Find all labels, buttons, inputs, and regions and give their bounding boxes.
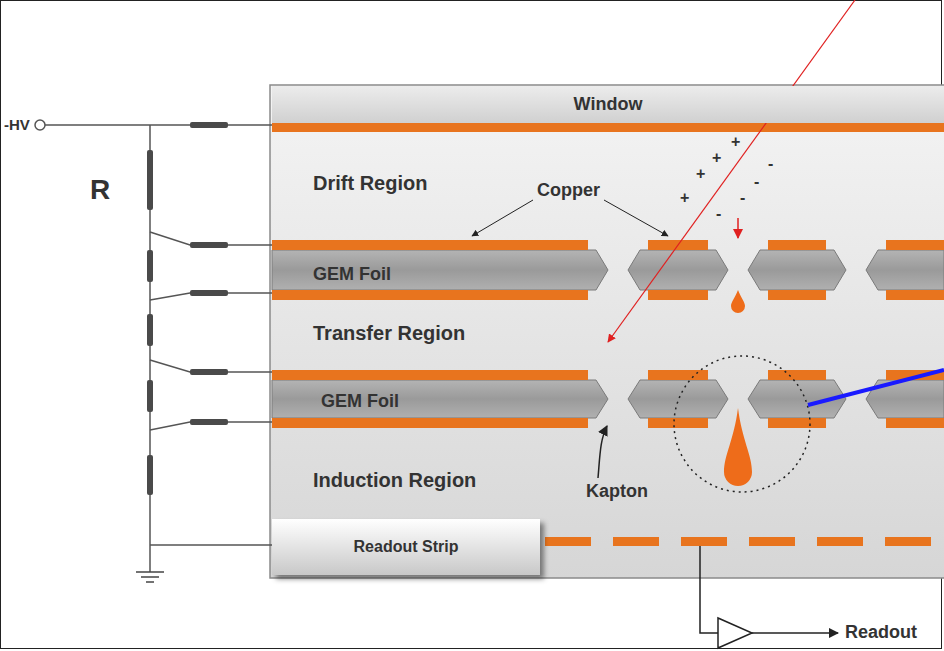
copper-layer: [272, 290, 588, 300]
kapton-layer: [748, 250, 846, 290]
electron-avalanche: [724, 408, 752, 486]
readout-strips: [545, 537, 931, 546]
resistors: [147, 122, 228, 495]
resistor-symbol: [190, 419, 228, 425]
resistor-symbol: [147, 380, 153, 412]
part-label: GEM Foil: [313, 265, 391, 285]
region-label: Transfer Region: [313, 322, 465, 344]
part-label: Kapton: [586, 482, 648, 502]
readout-strip: [545, 537, 591, 546]
copper-layer: [768, 418, 826, 428]
copper-layer: [272, 240, 588, 250]
hv-terminal: [35, 120, 45, 130]
copper-layer: [886, 240, 944, 250]
charge-sign: +: [696, 165, 705, 183]
charge-sign: -: [768, 155, 773, 173]
drift-arrow: [737, 218, 739, 238]
signal-arrow: [752, 632, 838, 634]
hv-wire: [45, 124, 272, 126]
copper-layer: [886, 418, 944, 428]
charge-sign: +: [712, 149, 721, 167]
resistor-symbol: [190, 122, 228, 128]
readout-strip: [681, 537, 727, 546]
kapton-layer: [628, 250, 728, 290]
resistor-label: R: [90, 175, 110, 206]
window-band: Window: [272, 86, 944, 123]
resistor-symbol: [147, 250, 153, 282]
readout-strip: [885, 537, 931, 546]
charge-sign: -: [740, 189, 745, 207]
copper-layer: [768, 370, 826, 380]
resistor-symbol: [147, 314, 153, 346]
ground-symbol: [136, 572, 164, 582]
chamber-body: [270, 85, 944, 578]
kapton-layer: [628, 380, 728, 418]
readout-strip-box: Readout Strip: [272, 519, 540, 575]
resistor-symbol: [147, 455, 153, 495]
hv-divider-wires: [45, 125, 272, 572]
readout-strip: [613, 537, 659, 546]
zoom-leader: [808, 370, 944, 405]
window-copper: [272, 123, 944, 132]
leader-arrow: [598, 426, 607, 478]
part-label: GEM Foil: [321, 392, 399, 412]
copper-layer: [272, 370, 588, 380]
region-label: Induction Region: [313, 469, 476, 491]
copper-layer: [768, 290, 826, 300]
amplifier-symbol: [718, 618, 752, 648]
kapton-layer: [272, 250, 608, 290]
resistor-symbol: [147, 150, 153, 210]
signal-wire: [700, 546, 718, 633]
node-text: Window: [574, 94, 643, 115]
charge-sign: -: [754, 173, 759, 191]
leader-arrow: [604, 200, 668, 236]
part-label: Copper: [537, 181, 600, 201]
copper-layer: [886, 290, 944, 300]
readout-strip: [749, 537, 795, 546]
gem-foils: [272, 240, 944, 428]
copper-layer: [648, 418, 708, 428]
terminal-label: -HV: [4, 117, 30, 134]
copper-layer: [272, 418, 588, 428]
kapton-layer: [272, 380, 608, 418]
leader-arrow: [472, 200, 533, 236]
copper-layer: [768, 240, 826, 250]
readout-strip: [817, 537, 863, 546]
resistor-symbol: [190, 369, 228, 375]
region-label: Drift Region: [313, 172, 427, 194]
ground-wire: [150, 544, 272, 546]
node-text: Readout Strip: [354, 538, 459, 556]
zoom-circle: [674, 356, 810, 492]
output-label: Readout: [845, 623, 917, 643]
resistor-symbol: [190, 290, 228, 296]
charge-sign: +: [680, 189, 689, 207]
charge-sign: +: [731, 133, 740, 151]
charge-sign: -: [716, 205, 721, 223]
resistor-symbol: [190, 242, 228, 248]
electron-avalanche: [731, 290, 745, 313]
particle-track: [608, 0, 855, 342]
copper-layer: [648, 370, 708, 380]
kapton-layer: [866, 250, 944, 290]
copper-layer: [648, 290, 708, 300]
